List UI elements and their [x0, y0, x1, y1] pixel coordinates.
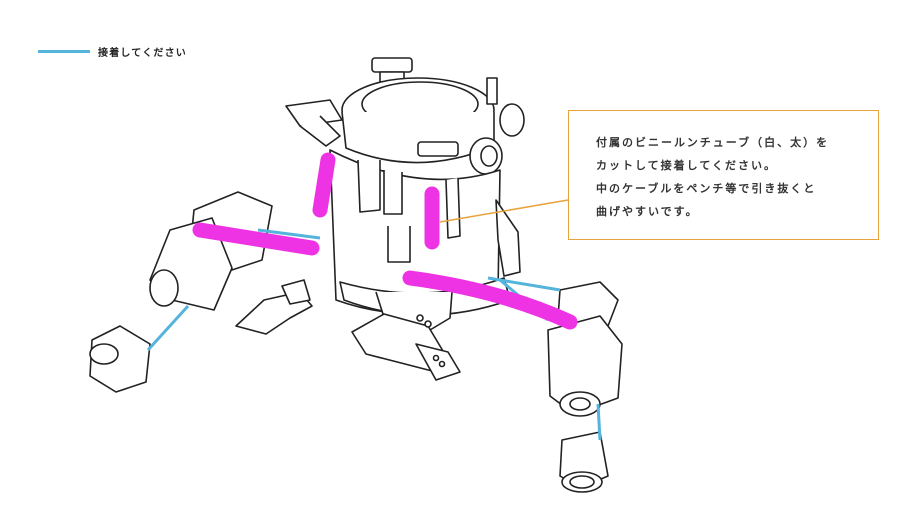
- tube-upper-left: [312, 152, 336, 218]
- note-line-1: 付属のビニールンチューブ（白、太）を: [596, 136, 830, 149]
- tube-right-arm: [402, 270, 578, 330]
- leader-line: [439, 199, 569, 223]
- tubes: [192, 152, 578, 330]
- legend: 接着してください: [38, 42, 187, 60]
- glue-line-left-pod: [257, 228, 321, 240]
- glue-line-right-cap: [596, 403, 602, 441]
- instruction-note: 付属のビニールンチューブ（白、太）を カットして接着してください。 中のケーブル…: [568, 110, 879, 240]
- robot-illustration: [89, 57, 623, 493]
- legend-line-swatch: [38, 49, 90, 53]
- tube-left-arm: [192, 222, 320, 256]
- note-line-4: 曲げやすいです。: [596, 205, 699, 218]
- note-line-2: カットして接着してください。: [596, 159, 778, 172]
- glue-line-left-cap: [146, 304, 190, 352]
- legend-label: 接着してください: [98, 47, 187, 59]
- note-line-3: 中のケーブルをペンチ等で引き抜くと: [596, 182, 817, 195]
